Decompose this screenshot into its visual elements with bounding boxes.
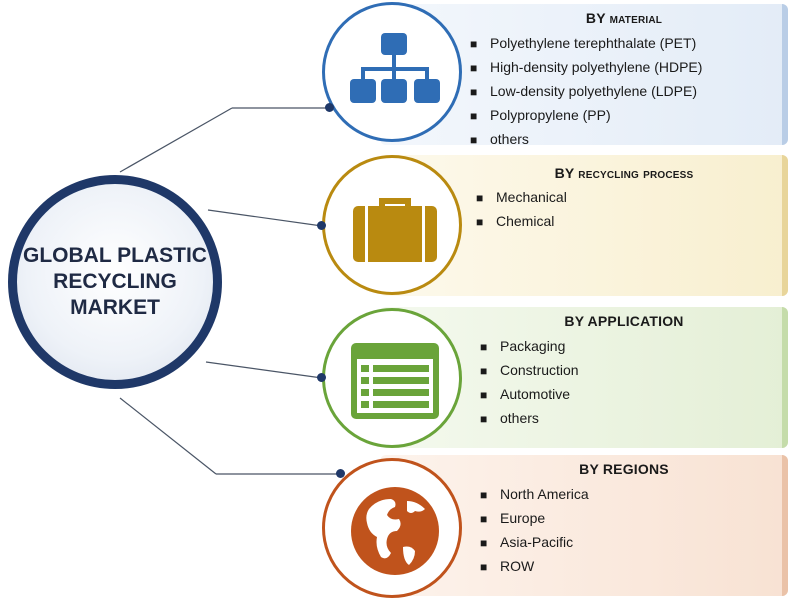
list-item: ■others xyxy=(480,410,539,426)
list-item: ■Asia-Pacific xyxy=(480,534,574,550)
panel-application-title: BY APPLICATION xyxy=(564,313,684,329)
hierarchy-icon xyxy=(350,33,440,103)
list-item: ■Packaging xyxy=(480,338,566,354)
panel-process-title: BY recycling process xyxy=(554,165,694,181)
list-item: ■Chemical xyxy=(476,213,555,229)
regions-list: ■North America ■Europe ■Asia-Pacific ■RO… xyxy=(480,483,589,579)
panel-material-title: BY material xyxy=(585,10,663,26)
connector-process xyxy=(207,209,323,227)
panel-regions-edge xyxy=(782,455,788,596)
connector-material xyxy=(119,107,233,173)
list-item: ■Europe xyxy=(480,510,546,526)
list-item: ■ROW xyxy=(480,558,535,574)
center-circle: GLOBAL PLASTIC RECYCLING MARKET xyxy=(8,175,222,389)
panel-regions-title: BY REGIONS xyxy=(579,461,669,477)
process-list: ■Mechanical ■Chemical xyxy=(476,186,567,234)
application-icon-ring xyxy=(322,308,462,448)
list-item: ■Low-density polyethylene (LDPE) xyxy=(470,83,697,99)
list-item: ■North America xyxy=(480,486,589,502)
list-item: ■Polypropylene (PP) xyxy=(470,107,611,123)
list-item: ■Automotive xyxy=(480,386,571,402)
application-list: ■Packaging ■Construction ■Automotive ■ot… xyxy=(480,335,579,431)
connector-dot-material xyxy=(325,103,334,112)
panel-process-edge xyxy=(782,155,788,296)
briefcase-icon xyxy=(353,198,437,262)
connector-application xyxy=(205,361,323,379)
globe-icon xyxy=(351,487,439,575)
panel-application-edge xyxy=(782,307,788,448)
list-item: ■Mechanical xyxy=(476,189,567,205)
connector-dot-regions xyxy=(336,469,345,478)
list-item: ■others xyxy=(470,131,529,145)
form-list-icon xyxy=(351,343,439,419)
material-icon-ring xyxy=(322,2,462,142)
connector-dot-application xyxy=(317,373,326,382)
connector-regions xyxy=(119,397,217,475)
panel-material-edge xyxy=(782,4,788,145)
material-list: ■Polyethylene terephthalate (PET) ■High-… xyxy=(470,32,702,145)
list-item: ■Construction xyxy=(480,362,579,378)
list-item: ■High-density polyethylene (HDPE) xyxy=(470,59,703,75)
process-icon-ring xyxy=(322,155,462,295)
center-title: GLOBAL PLASTIC RECYCLING MARKET xyxy=(23,244,207,319)
regions-icon-ring xyxy=(322,458,462,598)
list-item: ■Polyethylene terephthalate (PET) xyxy=(470,35,697,51)
connector-dot-process xyxy=(317,221,326,230)
